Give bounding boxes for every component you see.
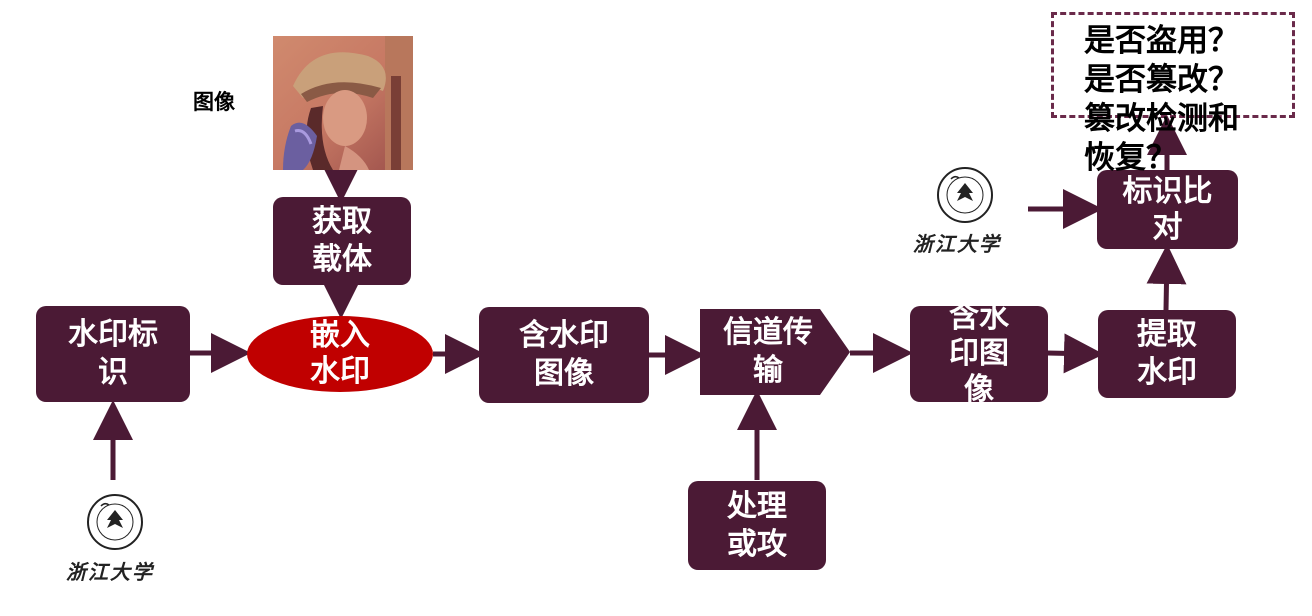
processing-attack-box: 处理 或攻 [688,481,826,570]
zju-script-text: 浙江大学 [66,560,154,584]
embed-watermark-ellipse: 嵌入 水印 [247,316,433,392]
acquire-carrier-box: 获取 载体 [273,197,411,285]
watermark-id-box: 水印标 识 [36,306,190,402]
arrow-extract-to-compare [1146,244,1187,311]
extract-watermark-box: 提取 水印 [1098,310,1236,398]
image-label: 图像 [193,90,235,114]
lena-portrait-image [273,36,413,170]
received-image-box: 含水 印图 像 [910,306,1048,402]
zju-seal-icon-right [937,167,993,223]
channel-shape [700,309,850,395]
zju-script-text-right: 浙江大学 [913,232,1001,256]
arrow-received-to-extract [1046,333,1104,374]
identifier-compare-box: 标识比 对 [1097,170,1238,249]
questions-dashed-box [1051,12,1295,118]
watermarked-image-box: 含水印 图像 [479,307,649,403]
zju-seal-icon [87,494,143,550]
questions-text: 是否盗用？ 是否篡改？ 篡改检测和 恢复？ [1084,23,1239,176]
channel-label: 信道传 输 [723,315,813,388]
